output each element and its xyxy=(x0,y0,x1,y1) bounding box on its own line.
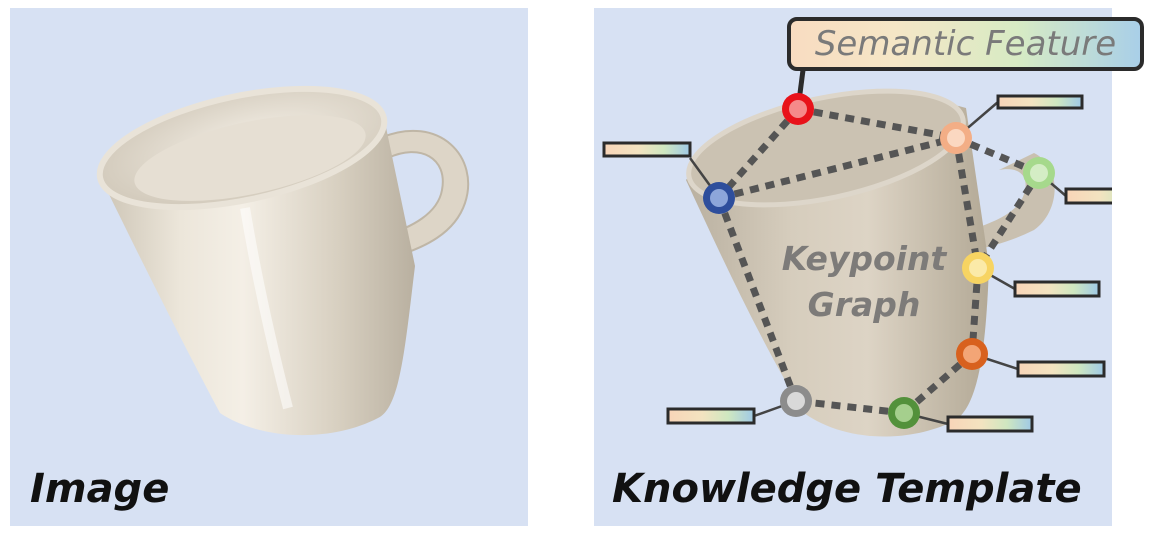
semantic-feature-label: Semantic Feature xyxy=(814,24,1117,64)
semantic-tag xyxy=(1064,187,1112,205)
keypoint-graph xyxy=(602,69,1112,437)
image-panel: Image xyxy=(10,8,528,526)
mug-illustration xyxy=(96,85,470,436)
semantic-tags xyxy=(602,94,1112,433)
keypoint-peach xyxy=(940,122,972,154)
keypoint-gray xyxy=(780,385,812,417)
keypoint-blue xyxy=(703,182,735,214)
keypoint-graph-label: Keypoint Graph xyxy=(754,236,974,328)
knowledge-template-panel: Semantic Feature Keypoint Graph Knowledg… xyxy=(594,8,1144,526)
semantic-feature-box: Semantic Feature xyxy=(787,17,1144,71)
knowledge-template-caption: Knowledge Template xyxy=(612,466,1082,512)
graph-label-line2: Graph xyxy=(807,285,921,324)
semantic-tag xyxy=(602,141,692,158)
image-caption: Image xyxy=(30,466,170,512)
keypoints xyxy=(703,93,1055,429)
keypoint-green xyxy=(888,397,920,429)
keypoint-light-green xyxy=(1023,157,1055,189)
graph-label-line1: Keypoint xyxy=(781,239,947,278)
semantic-tag xyxy=(1016,360,1106,378)
semantic-tag xyxy=(996,94,1084,110)
keypoint-orange xyxy=(956,338,988,370)
keypoint-red xyxy=(782,93,814,125)
keypoint-yellow xyxy=(962,252,994,284)
semantic-tag xyxy=(666,407,756,425)
semantic-tag xyxy=(946,415,1034,433)
semantic-tag xyxy=(1013,280,1101,298)
